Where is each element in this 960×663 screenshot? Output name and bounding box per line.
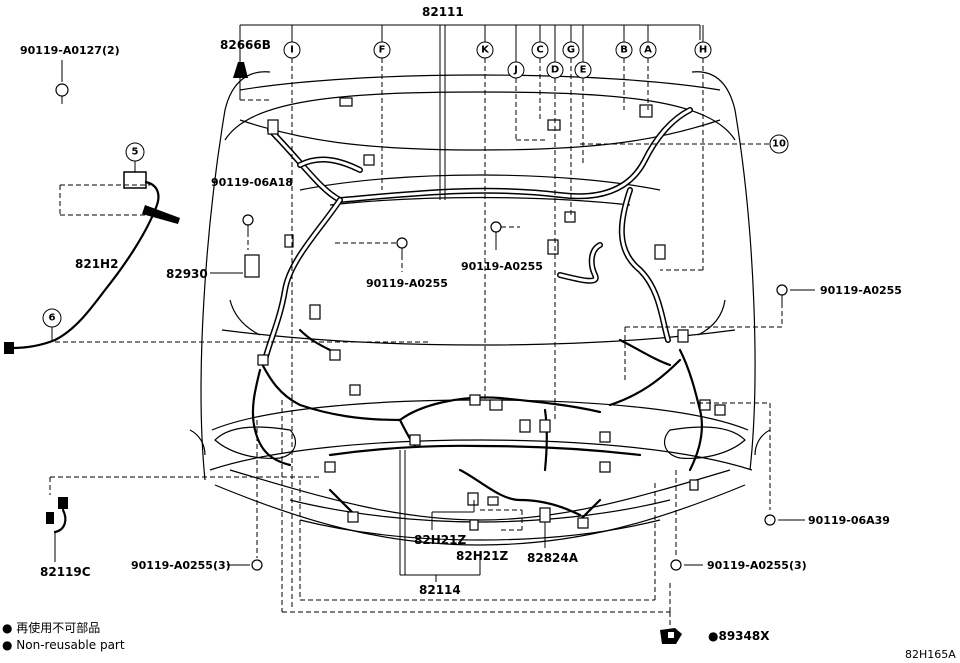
connector-letter-K: K	[476, 25, 494, 400]
svg-text:A: A	[644, 45, 652, 56]
legend-non-reusable-en: ● Non-reusable part	[2, 638, 125, 652]
svg-text:6: 6	[49, 313, 56, 324]
part-82824A: 82824A	[527, 522, 579, 565]
svg-text:82114: 82114	[419, 583, 461, 597]
svg-text:90119-A0255: 90119-A0255	[820, 284, 902, 297]
connector-letter-H: H	[660, 25, 712, 271]
connector-letter-D: D	[546, 25, 564, 420]
bottom-leader-frame	[281, 400, 671, 613]
svg-text:90119-A0255: 90119-A0255	[461, 260, 543, 273]
svg-text:F: F	[379, 45, 386, 56]
connector-letter-C: C	[531, 25, 549, 120]
part-82666B: 82666B	[220, 38, 271, 101]
harness-connectors	[244, 97, 726, 531]
part-90119-06A18: 90119-06A18	[211, 176, 293, 250]
part-90119-A0255-3-left: 90119-A0255(3)	[131, 420, 263, 572]
svg-text:82H21Z: 82H21Z	[456, 549, 508, 563]
part-82119C: 82119C	[40, 476, 320, 579]
part-90119-A0255-center: 90119-A0255	[461, 221, 543, 273]
part-90119-A0255-3-right: 90119-A0255(3)	[670, 470, 807, 572]
part-89348X: ●89348X	[660, 612, 770, 644]
part-821H2-battery-cable: 5 821H2 6	[4, 142, 430, 354]
part-90119-A0255-right: 90119-A0255	[624, 284, 902, 380]
svg-text:90119-A0255(3): 90119-A0255(3)	[131, 559, 231, 572]
part-90119-A0255-center-left: 90119-A0255	[335, 237, 448, 290]
svg-text:E: E	[580, 65, 587, 76]
legend: ● 再使用不可部品 ● Non-reusable part	[2, 620, 125, 652]
connector-letter-E: E	[574, 25, 592, 165]
connector-letter-G: G	[562, 25, 580, 215]
svg-text:K: K	[481, 45, 490, 56]
svg-text:J: J	[513, 65, 518, 76]
part-90119-A0127: 90119-A0127(2)	[20, 44, 120, 104]
connector-letter-B: B	[615, 25, 633, 110]
legend-non-reusable-jp: ● 再使用不可部品	[2, 620, 100, 635]
part-82H21Z-pair: 82H21Z 82H21Z	[414, 500, 523, 563]
figure-code: 82H165A	[905, 648, 956, 661]
part-82930: 82930	[166, 267, 243, 281]
part-82114: 82114	[399, 450, 481, 597]
svg-text:90119-A0255: 90119-A0255	[366, 277, 448, 290]
svg-text:821H2: 821H2	[75, 257, 118, 271]
car-body-outline	[189, 71, 771, 546]
svg-text:●89348X: ●89348X	[708, 629, 770, 643]
svg-text:90119-06A18: 90119-06A18	[211, 176, 293, 189]
svg-text:82824A: 82824A	[527, 551, 579, 565]
front-harness-wires	[251, 328, 704, 522]
svg-text:90119-A0127(2): 90119-A0127(2)	[20, 44, 120, 57]
svg-text:10: 10	[772, 139, 786, 150]
svg-text:C: C	[536, 45, 543, 56]
svg-text:90119-06A39: 90119-06A39	[808, 514, 890, 527]
svg-text:82H21Z: 82H21Z	[414, 533, 466, 547]
connector-letter-J: J	[507, 25, 548, 141]
svg-text:G: G	[567, 45, 575, 56]
part-90119-06A39: 90119-06A39	[690, 402, 890, 527]
connector-letter-I: I	[283, 25, 301, 610]
part-label-82111: 82111	[422, 5, 464, 19]
svg-text:B: B	[620, 45, 628, 56]
connector-letter-A: A	[639, 25, 657, 110]
engine-room-main-harness	[262, 107, 693, 363]
svg-text:82666B: 82666B	[220, 38, 271, 52]
svg-text:I: I	[290, 45, 294, 56]
connector-letter-F: F	[373, 25, 391, 190]
svg-text:82930: 82930	[166, 267, 208, 281]
svg-text:D: D	[551, 65, 559, 76]
svg-text:90119-A0255(3): 90119-A0255(3)	[707, 559, 807, 572]
svg-text:82119C: 82119C	[40, 565, 91, 579]
svg-text:H: H	[699, 45, 707, 56]
svg-text:5: 5	[132, 147, 139, 158]
callout-10: 10	[580, 134, 789, 154]
